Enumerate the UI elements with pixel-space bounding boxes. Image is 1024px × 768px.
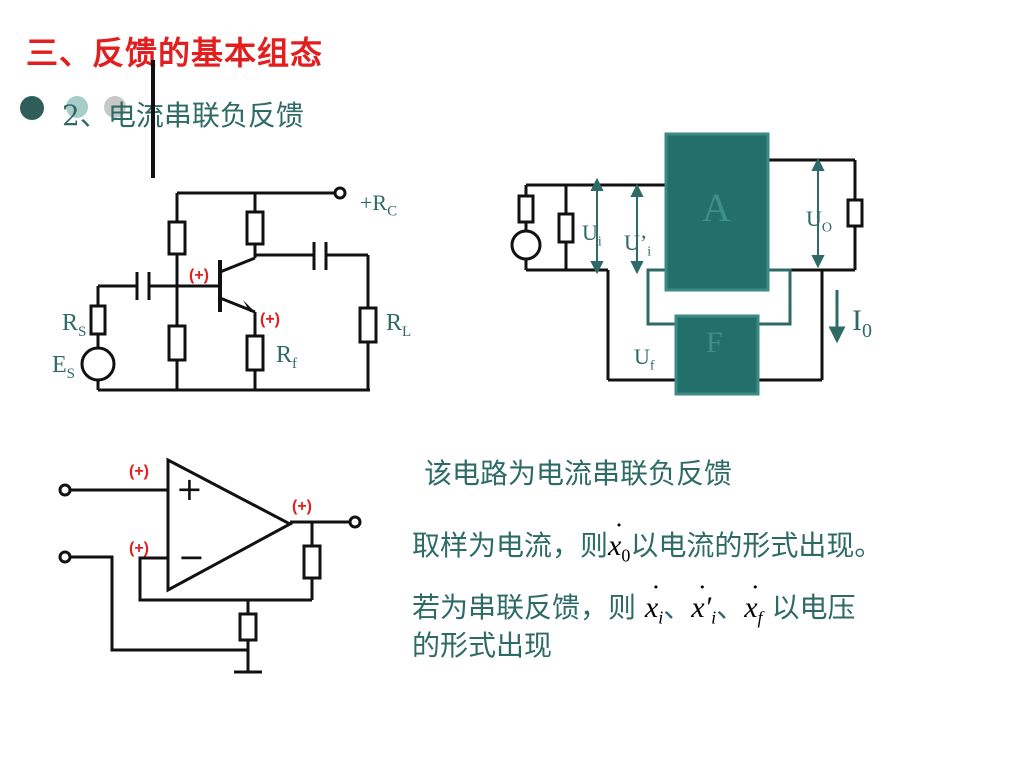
label-rf: Rf: [276, 342, 297, 373]
label-ui-text: U: [582, 220, 598, 245]
slide-title: 三、反馈的基本组态: [26, 34, 324, 72]
var-xf-letter: x: [744, 591, 758, 624]
label-uo: UO: [806, 206, 832, 236]
transistor-circuit-wires: [80, 60, 378, 392]
feedback-loop: [646, 268, 792, 326]
block-f-label: F: [706, 326, 723, 359]
label-es: ES: [52, 352, 75, 383]
label-rl-text: R: [386, 310, 403, 336]
var-xf-sub: f: [757, 607, 763, 628]
label-io-text: I: [852, 304, 862, 337]
label-ui-prime-sub: i: [647, 244, 652, 260]
opamp-plus-sign: +: [176, 470, 203, 508]
text-line-3: 若为串联反馈，则 x˙i、x′˙i、x˙f 以电压: [412, 579, 856, 629]
bullet-dot-dark: [20, 96, 44, 120]
opamp-minus-sign: −: [178, 538, 205, 576]
voltage-arrows: [590, 157, 825, 275]
sep-2: 、: [716, 591, 745, 624]
dot-mark-x0: ˙: [614, 517, 625, 550]
label-rf-text: R: [276, 342, 293, 368]
block-a-label: A: [702, 185, 731, 230]
dot-mark-xf: ˙: [750, 579, 761, 612]
text-line-4: 的形式出现: [412, 629, 553, 662]
block-diagram-wires: [510, 158, 864, 382]
var-x0-letter: x: [608, 529, 622, 562]
text-line-2: 取样为电流，则x˙0以电流的形式出现。: [412, 517, 883, 567]
label-rl-sub: L: [402, 323, 412, 340]
label-rs-text: R: [62, 310, 79, 336]
emitter-arrow-icon: [243, 300, 255, 312]
label-es-text: E: [52, 352, 67, 378]
label-rs: RS: [62, 310, 86, 341]
var-xf: x˙: [744, 579, 760, 624]
label-rc-sub: C: [387, 203, 398, 220]
label-uf-text: U: [634, 344, 650, 369]
label-rf-sub: f: [292, 355, 298, 372]
label-uf-sub: f: [649, 358, 655, 374]
label-rc: +RC: [360, 190, 397, 220]
label-ui-prime-text: U’: [624, 230, 648, 255]
var-xi: x˙: [644, 579, 661, 624]
label-io: I0: [852, 304, 872, 343]
current-arrow-icon: [828, 290, 846, 344]
label-uf: Uf: [634, 344, 655, 374]
var-x0-sub: 0: [621, 545, 631, 566]
label-ui-sub: i: [597, 234, 602, 250]
text-line-2-b: 以电流的形式出现。: [630, 529, 883, 562]
var-xi-letter: x: [644, 591, 659, 624]
label-rs-sub: S: [78, 323, 87, 340]
label-ui-prime: U’i: [624, 230, 651, 260]
var-x0: x˙: [608, 517, 624, 562]
text-line-3-b: 以电压: [771, 591, 856, 624]
dot-mark-xi-prime: ˙: [697, 579, 708, 612]
label-es-sub: S: [66, 365, 76, 382]
var-xi-sub: i: [658, 607, 664, 628]
opamp-circuit-wires: [58, 457, 362, 674]
sep-1: 、: [663, 591, 692, 624]
var-xi-prime-sub: i: [711, 607, 717, 628]
block-a: [664, 132, 770, 292]
dot-mark-xi: ˙: [650, 579, 661, 612]
polarity-opamp-minus: (+): [129, 540, 149, 557]
block-f: [674, 314, 760, 396]
label-rc-text: +R: [360, 190, 388, 215]
polarity-base: (+): [189, 267, 209, 284]
text-line-1: 该电路为电流串联负反馈: [424, 457, 733, 490]
text-line-2-a: 取样为电流，则: [412, 529, 609, 562]
label-uo-sub: O: [821, 220, 833, 236]
label-rl: RL: [386, 310, 411, 341]
bullet-dot-light-2: [104, 96, 126, 118]
bullet-dot-light-1: [66, 96, 88, 118]
label-io-sub: 0: [862, 320, 872, 342]
slide-subtitle: 2、电流串联负反馈: [62, 99, 304, 132]
polarity-opamp-out: (+): [292, 498, 312, 515]
polarity-emitter: (+): [260, 311, 280, 328]
var-xi-prime: x′˙: [691, 579, 712, 624]
label-uo-text: U: [806, 206, 822, 231]
text-line-3-a: 若为串联反馈，则: [412, 591, 637, 624]
var-xi-prime-letter: x′: [691, 591, 712, 624]
polarity-opamp-plus: (+): [129, 463, 149, 480]
label-ui: Ui: [582, 220, 602, 250]
